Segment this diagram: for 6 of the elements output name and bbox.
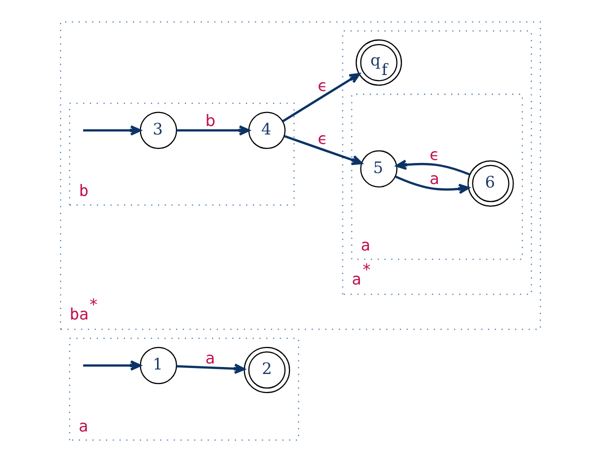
edge-label: b [205, 111, 216, 130]
edge-label: a [205, 348, 216, 368]
edge-label: ϵ [318, 76, 328, 96]
edge-label: a [430, 168, 440, 188]
edge-label: ϵ [430, 145, 440, 164]
edge-label: ϵ [318, 129, 328, 148]
